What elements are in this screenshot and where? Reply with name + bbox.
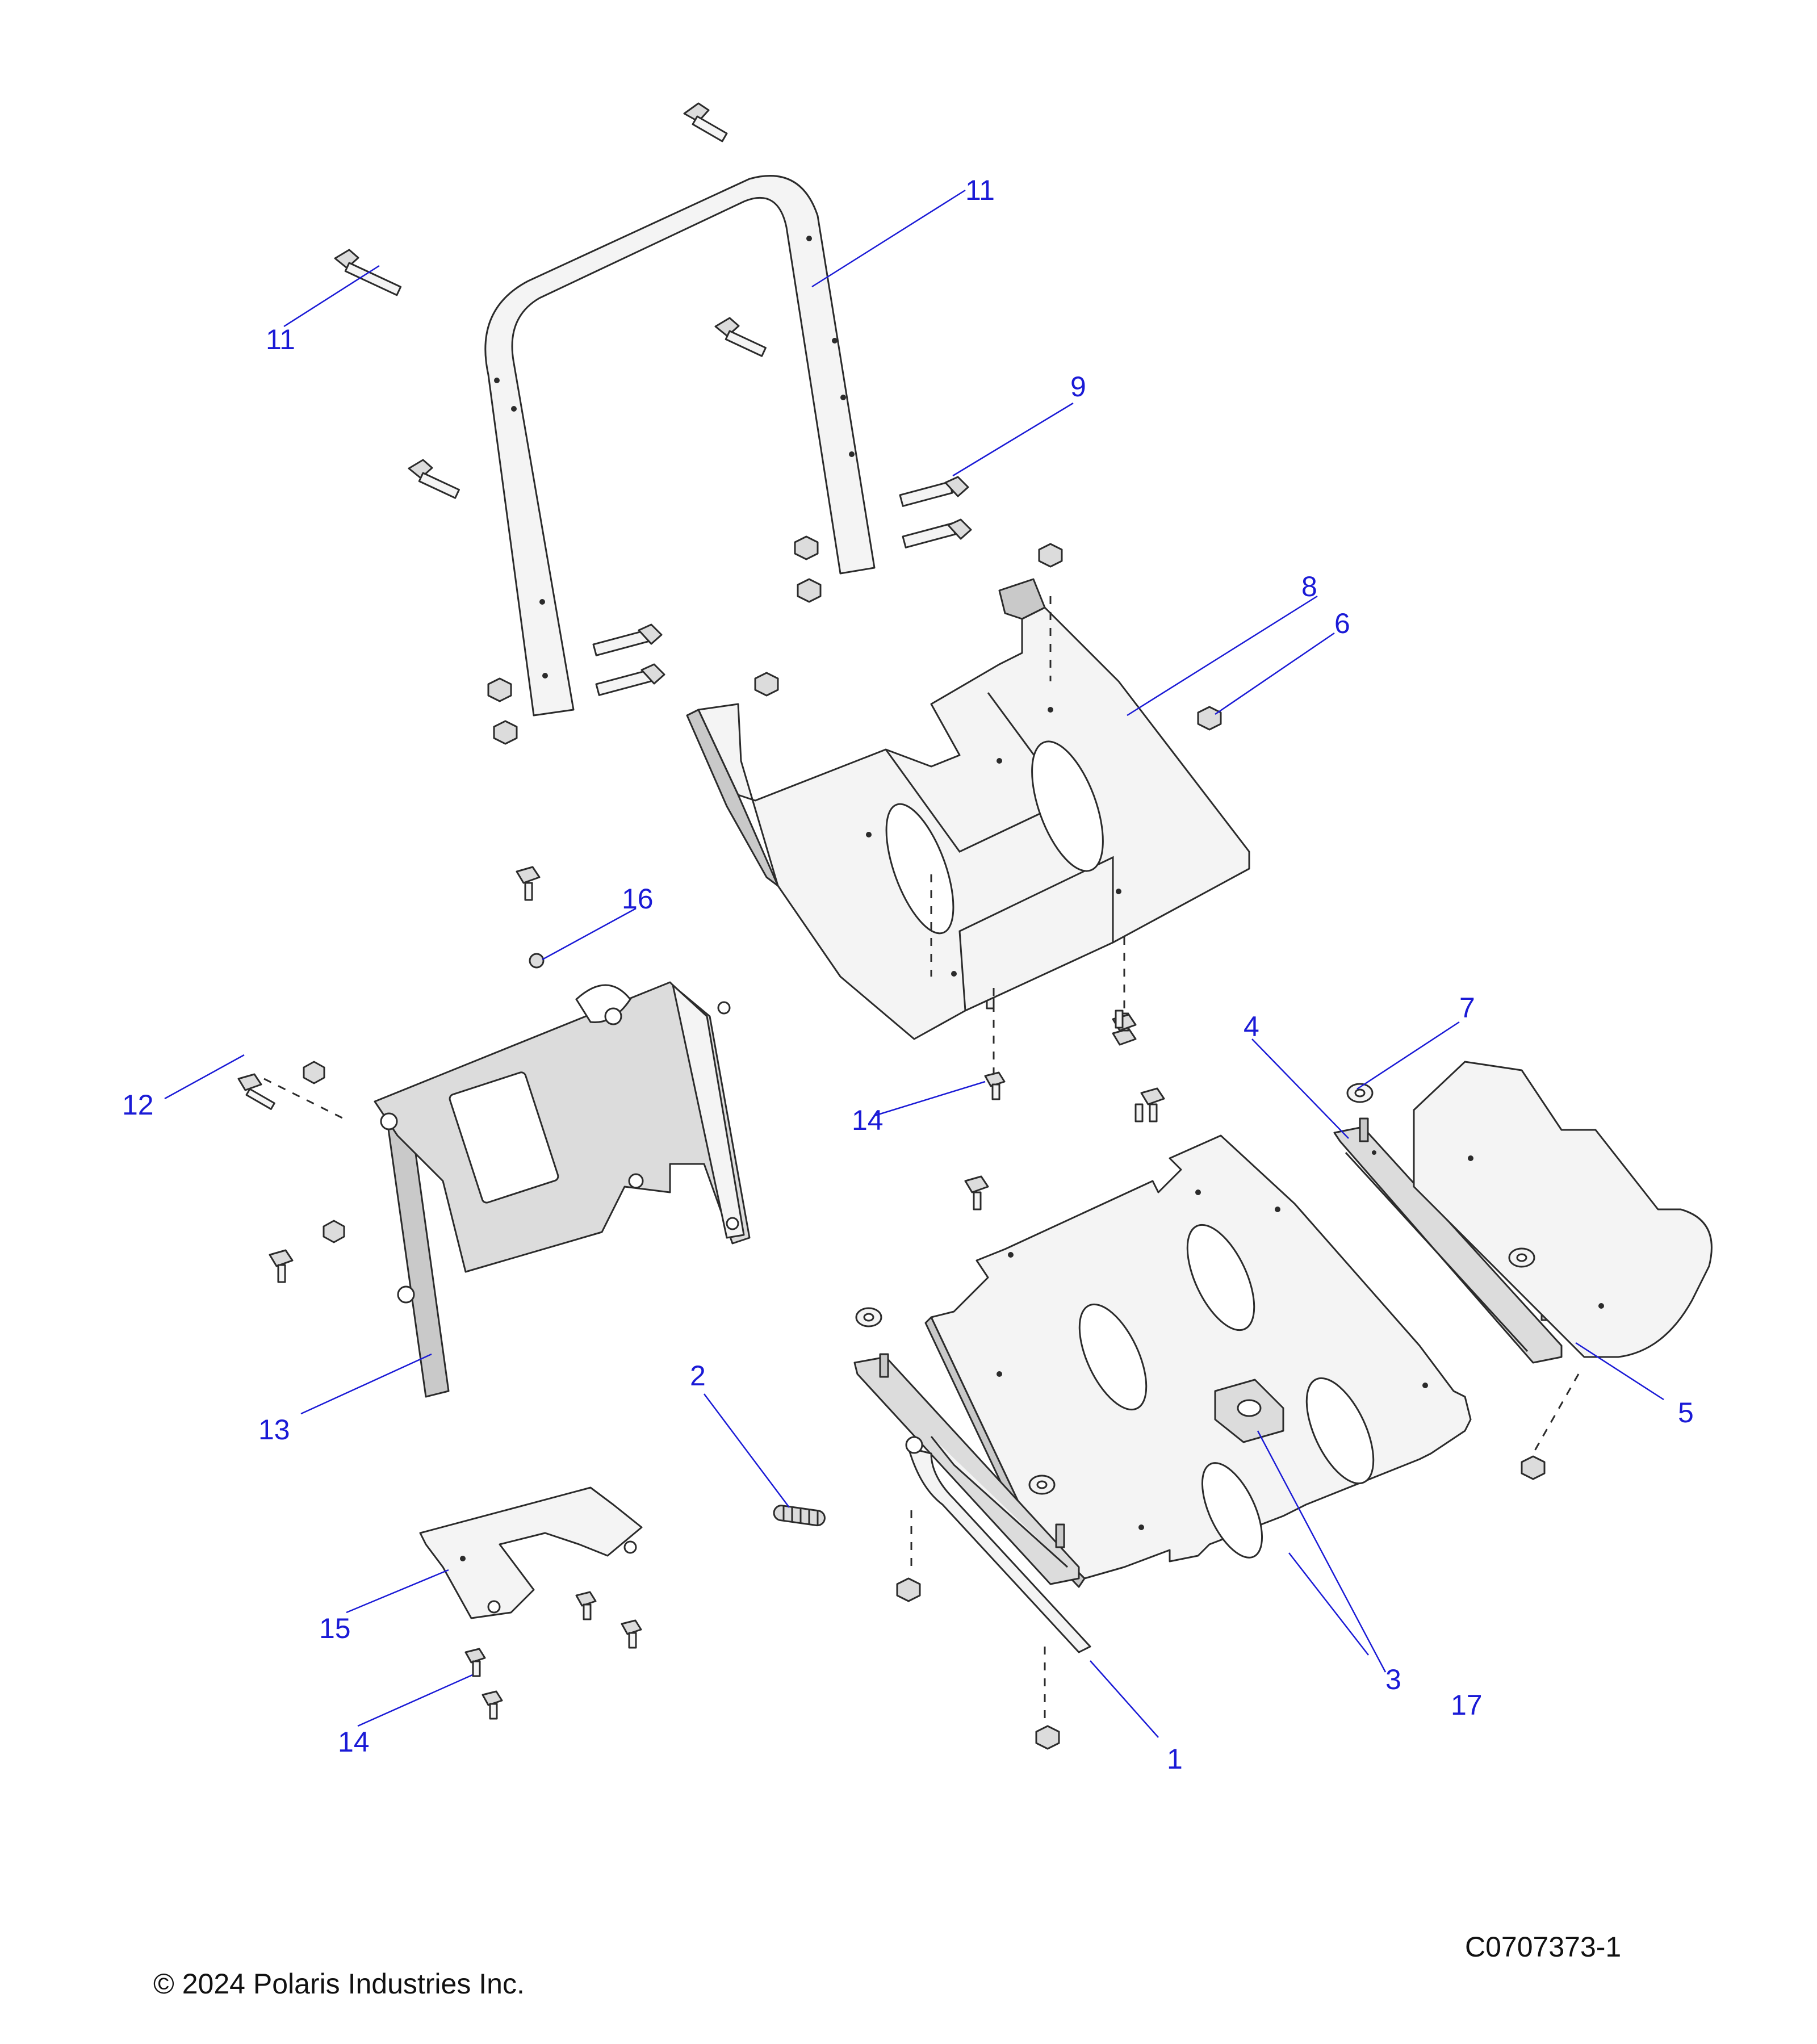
callout-11: 11 bbox=[266, 324, 295, 355]
callout-8: 8 bbox=[1301, 571, 1317, 602]
callout-15: 15 bbox=[319, 1612, 351, 1644]
callout-1: 1 bbox=[1167, 1743, 1183, 1775]
part-10-tube-frame bbox=[484, 175, 876, 717]
part-1-rail-left bbox=[853, 1353, 1091, 1653]
part-13-back-plate bbox=[374, 981, 751, 1398]
assembly-lines bbox=[263, 596, 1580, 1720]
drawing-number: C0707373-1 bbox=[1465, 1931, 1622, 1963]
callout-14-upper: 14 bbox=[852, 1104, 884, 1136]
callout-10: 11 bbox=[965, 174, 995, 206]
washers-group bbox=[855, 1083, 1535, 1495]
bolts-group bbox=[334, 102, 972, 696]
part-17-block bbox=[1214, 1379, 1284, 1443]
callout-leaders bbox=[164, 189, 1664, 1738]
callout-14-lower: 14 bbox=[338, 1726, 370, 1758]
callout-3: 3 bbox=[1385, 1664, 1401, 1695]
callout-13: 13 bbox=[258, 1414, 290, 1446]
callout-9: 9 bbox=[1070, 371, 1086, 403]
callout-16: 16 bbox=[622, 883, 654, 915]
nuts-group bbox=[303, 535, 1546, 1750]
part-4-rail-right bbox=[1333, 1117, 1563, 1364]
callout-12: 12 bbox=[122, 1089, 154, 1121]
copyright-text: © 2024 Polaris Industries Inc. bbox=[153, 1968, 525, 2000]
callout-5: 5 bbox=[1678, 1397, 1694, 1429]
callout-2: 2 bbox=[690, 1360, 706, 1392]
callout-17: 17 bbox=[1451, 1689, 1483, 1721]
part-8-seat-base bbox=[686, 578, 1250, 1040]
part-5-cover bbox=[1413, 1061, 1713, 1358]
part-3-lower-pan bbox=[924, 1134, 1472, 1588]
callout-labels: 11 11 9 8 6 16 12 14 7 4 5 13 2 17 3 15 … bbox=[122, 174, 1694, 1775]
callout-4: 4 bbox=[1244, 1011, 1259, 1042]
callout-7: 7 bbox=[1459, 992, 1475, 1024]
callout-6: 6 bbox=[1334, 608, 1350, 639]
part-15-bracket bbox=[419, 1486, 643, 1619]
part-2-spring bbox=[773, 1505, 826, 1527]
